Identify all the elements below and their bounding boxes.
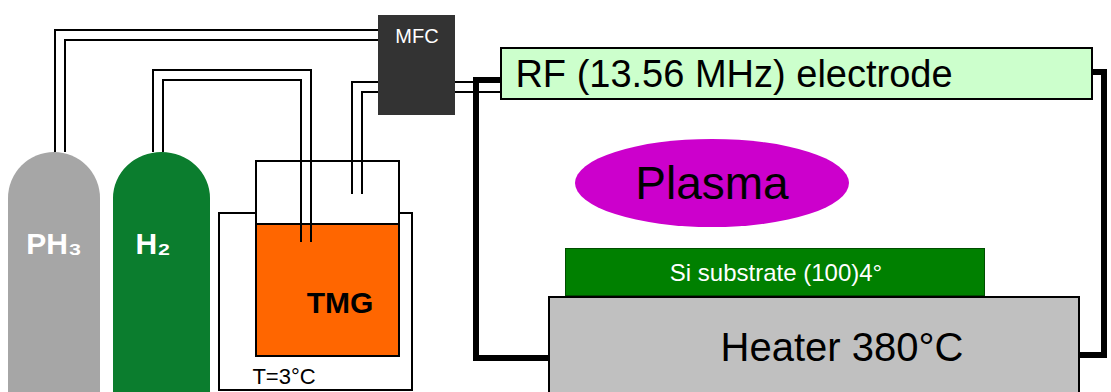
mass-flow-controller: MFC	[378, 15, 455, 115]
vessel-wall	[256, 161, 399, 356]
plasma-glow	[575, 139, 849, 227]
rf-wire	[476, 80, 548, 358]
bubbler-vessel: TMG	[255, 160, 400, 357]
component-label: Heater 380°C	[721, 325, 964, 369]
gas-label: PH₃	[26, 227, 82, 260]
gas-cylinder-outline	[8, 152, 100, 392]
gas-line	[158, 75, 306, 160]
gas-line	[60, 35, 378, 152]
cooling-bath: T=3°C TMG	[218, 212, 413, 391]
rf-electrode: RF (13.56 MHz) electrode	[500, 47, 1093, 100]
gas-label: H₂	[136, 227, 171, 260]
heater-block: Heater 380°C	[548, 296, 1080, 392]
temperature-label: T=3°C	[252, 365, 315, 389]
component-label: RF (13.56 MHz) electrode	[515, 54, 952, 96]
wire-line	[1080, 72, 1104, 355]
dip-tube	[300, 160, 302, 242]
pipe-wall	[60, 35, 378, 152]
plasma-ellipse: Plasma	[574, 138, 850, 228]
pipe-bore	[60, 35, 378, 152]
dip-tube	[310, 160, 312, 242]
component-label: MFC	[395, 25, 438, 47]
gas-cylinder: PH₃	[8, 152, 100, 392]
gas-cylinder: H₂	[113, 152, 210, 392]
pipe-bore	[357, 87, 378, 160]
wire-line	[476, 80, 548, 358]
dip-tube	[361, 160, 363, 194]
pipe-wall	[357, 87, 378, 160]
liquid-precursor	[256, 224, 399, 356]
bubbler-vessel-outline	[255, 160, 400, 357]
substrate: Si substrate (100)4°	[565, 248, 985, 296]
component-label: Si substrate (100)4°	[670, 260, 882, 286]
pipe-bore	[158, 75, 306, 160]
cylinder-body	[113, 152, 210, 392]
dip-tube	[351, 160, 353, 194]
cylinder-body	[8, 152, 100, 392]
precursor-label: TMG	[307, 286, 374, 319]
component-label: Plasma	[635, 158, 788, 209]
gas-line	[357, 87, 378, 160]
gas-cylinder-outline	[113, 152, 210, 392]
rf-wire	[1080, 72, 1104, 355]
pipe-wall	[158, 75, 306, 160]
